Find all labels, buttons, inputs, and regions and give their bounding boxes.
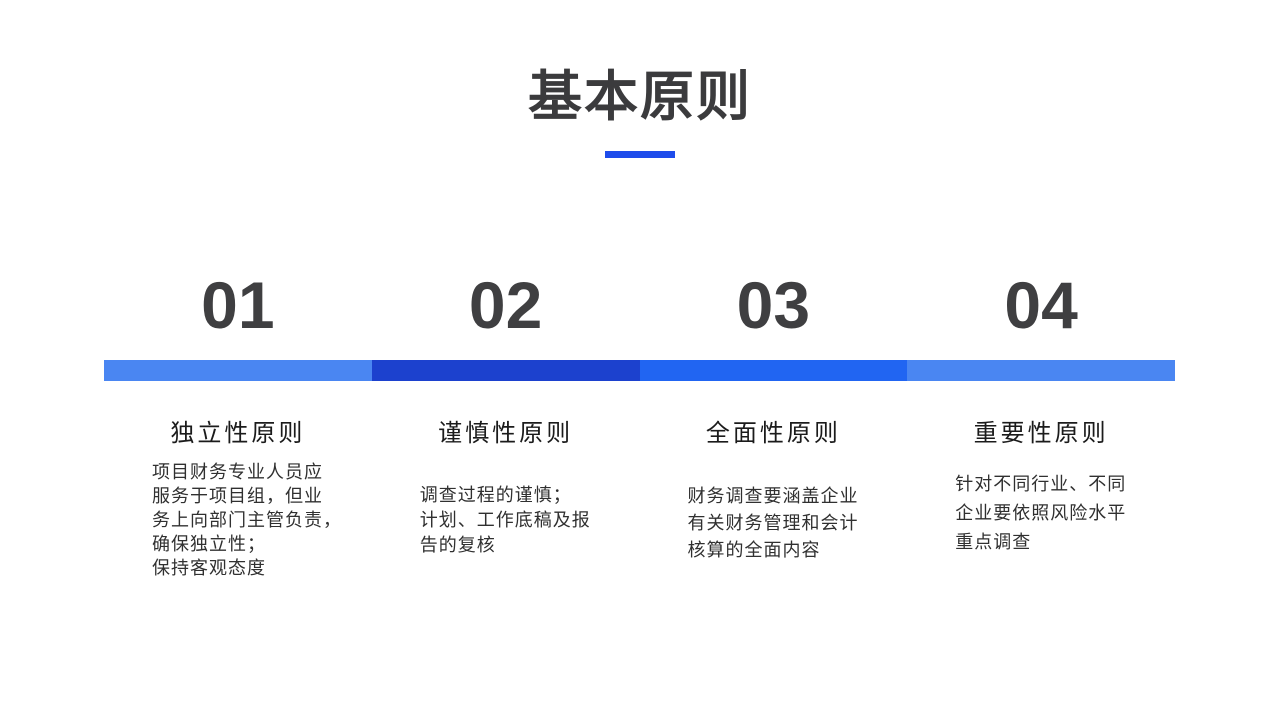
principle-column-4: 04 重要性原则 针对不同行业、不同 企业要依照风险水平 重点调查 — [907, 272, 1175, 580]
principles-grid: 01 独立性原则 项目财务专业人员应 服务于项目组，但业 务上向部门主管负责， … — [104, 272, 1175, 580]
principle-column-1: 01 独立性原则 项目财务专业人员应 服务于项目组，但业 务上向部门主管负责， … — [104, 272, 372, 580]
step-number: 02 — [468, 268, 543, 342]
title-underline-accent — [605, 151, 675, 158]
principle-description: 项目财务专业人员应 服务于项目组，但业 务上向部门主管负责， 确保独立性； 保持… — [152, 462, 342, 578]
step-number: 01 — [201, 268, 275, 342]
principle-column-3: 03 全面性原则 财务调查要涵盖企业 有关财务管理和会计 核算的全面内容 — [639, 268, 908, 580]
principle-column-2: 02 谨慎性原则 调查过程的谨慎； 计划、工作底稿及报 告的复核 — [371, 268, 640, 580]
principle-heading: 全面性原则 — [705, 421, 841, 447]
principle-heading: 重要性原则 — [973, 421, 1109, 447]
step-number: 04 — [1004, 268, 1078, 342]
step-number: 03 — [736, 268, 811, 342]
principle-heading: 谨慎性原则 — [438, 421, 574, 447]
principle-heading: 独立性原则 — [170, 421, 306, 447]
bar-segment — [639, 360, 908, 381]
page-title: 基本原则 — [528, 67, 752, 127]
principle-description: 调查过程的谨慎； 计划、工作底稿及报 告的复核 — [419, 485, 591, 555]
principle-description: 针对不同行业、不同 企业要依照风险水平 重点调查 — [955, 474, 1127, 552]
bar-segment — [104, 360, 372, 381]
bar-segment — [371, 360, 640, 381]
principle-description: 财务调查要涵盖企业 有关财务管理和会计 核算的全面内容 — [687, 486, 859, 560]
bar-segment — [907, 360, 1175, 381]
